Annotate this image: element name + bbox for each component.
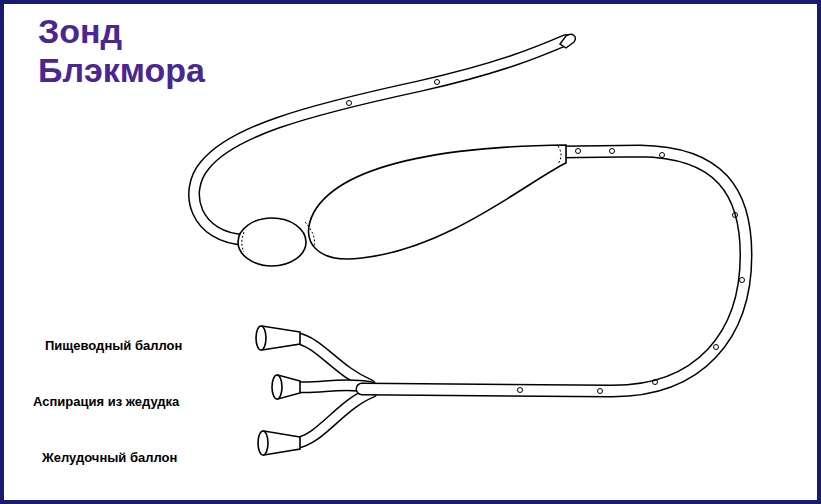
tube-mark — [610, 149, 615, 154]
tube-mark — [598, 389, 603, 394]
part-label: Пищеводный баллон — [45, 338, 182, 353]
tube-mark — [653, 380, 658, 385]
part-label: Аспирация из жедудка — [33, 394, 179, 409]
tube-mark — [740, 278, 745, 283]
tube-mark — [518, 388, 523, 393]
tube-mark — [576, 149, 581, 154]
tube-mark — [714, 345, 719, 350]
tube-mark — [733, 213, 738, 218]
title: Зонд Блэкмора — [38, 12, 228, 90]
part-label: Желудочный баллон — [42, 450, 177, 465]
tube-mark — [660, 153, 665, 158]
